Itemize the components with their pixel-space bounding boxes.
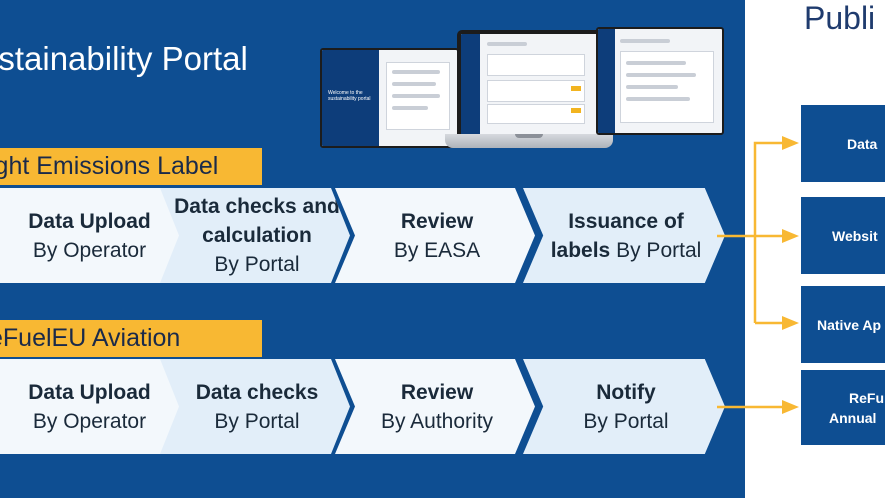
mockup-line [626,61,686,65]
step-title: Issuance of labels [550,209,684,262]
mockup-line [626,73,696,77]
flow-label-refueleu: eFuelEU Aviation [0,320,262,357]
step-notify: Notify By Portal [523,359,725,454]
mockup-sidebar [322,50,379,146]
step-subtitle: By Portal [583,409,669,433]
portal-title: ustainability Portal [0,40,248,77]
mockup-line [487,42,527,46]
arrowhead [782,229,799,243]
step-title: Data Upload [28,380,151,404]
mockup-line [626,97,690,101]
step-title: Data checks [195,380,319,404]
publish-target-data: Data [801,105,885,182]
mockup-accent [571,108,581,113]
mockup-card [487,54,585,76]
mockup-line [392,82,436,86]
step-review: Review By EASA [335,188,535,283]
mockup-welcome-text: Welcome to the sustainability portal [328,90,371,102]
step-data-checks: Data checks and calculation By Portal [160,188,350,283]
step-data-upload: Data Upload By Operator [0,359,185,454]
mockup-line [392,106,428,110]
mockup-line [392,94,440,98]
step-title: Review [400,380,474,404]
publish-target-native-app: Native Ap [801,286,885,363]
step-subtitle: By Operator [32,238,147,262]
flow-label-emissions: ight Emissions Label [0,148,262,185]
arrowhead [782,316,799,330]
step-issuance: Issuance of labels By Portal [523,188,725,283]
mockup-sidebar [461,34,481,134]
step-data-checks: Data checks By Portal [160,359,350,454]
step-subtitle: By EASA [393,238,481,262]
desktop-mockup-right [596,27,724,135]
step-data-upload: Data Upload By Operator [0,188,185,283]
arrow-flow1-branch [753,141,782,323]
step-subtitle: By Portal [616,238,702,262]
step-title: Data checks and calculation [174,195,340,247]
step-title: Notify [596,380,656,404]
mockup-card [487,104,585,124]
mockup-sidebar [598,29,616,133]
mockup-card [487,80,585,102]
step-subtitle: By Portal [214,253,300,276]
step-review: Review By Authority [335,359,535,454]
step-title: Data Upload [28,209,151,233]
step-subtitle: By Authority [380,409,494,433]
step-subtitle: By Portal [214,409,300,433]
mockup-accent [571,86,581,91]
publish-target-website: Websit [801,197,885,274]
laptop-mockup-base [445,134,613,148]
step-title: Review [400,209,474,233]
mockup-line [626,85,678,89]
publish-title: Publi [804,0,876,36]
step-subtitle: By Operator [32,409,147,433]
arrowhead [782,136,799,150]
arrowhead [782,400,799,414]
mockup-line [392,70,440,74]
mockup-line [620,39,670,43]
